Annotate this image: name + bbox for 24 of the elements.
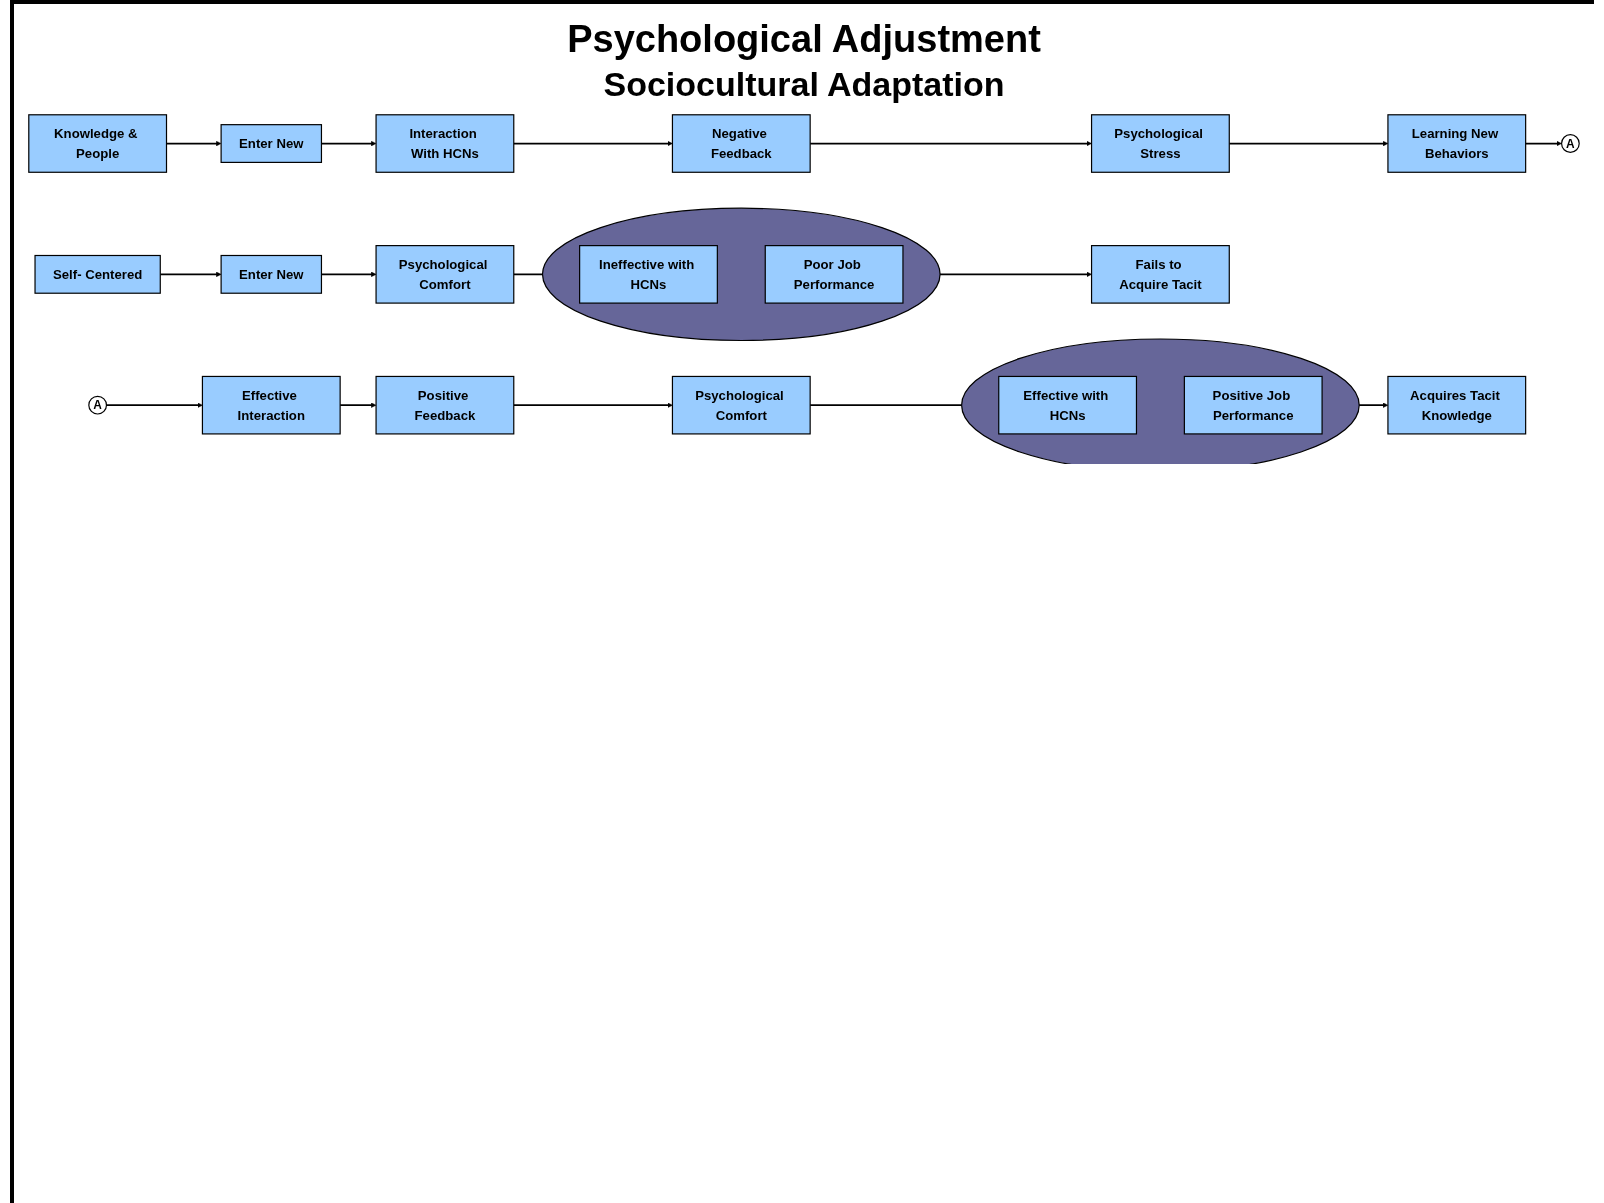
node-box: Poor Job Performance xyxy=(764,245,904,304)
node-box: Learning New Behaviors xyxy=(1387,114,1527,173)
node-box: Positive Feedback xyxy=(375,375,515,435)
node-box: Psychological Comfort xyxy=(671,375,811,435)
node-box: Self- Centered xyxy=(34,254,161,294)
node-box: Psychological Stress xyxy=(1090,114,1230,173)
cluster xyxy=(961,338,1360,465)
node-box: Psychological Comfort xyxy=(375,245,515,304)
node-box: Fails to Acquire Tacit xyxy=(1090,245,1230,304)
node-box: Positive Job Performance xyxy=(1183,375,1323,435)
node-box: Effective with HCNs xyxy=(998,375,1138,435)
section-heading: Sociocultural Adaptation xyxy=(602,65,1006,104)
node-circle: A xyxy=(1560,134,1580,153)
section-heading: Psychological Adjustment xyxy=(566,18,1042,61)
node-box: Enter New xyxy=(220,124,323,163)
cluster xyxy=(541,207,941,342)
node-box: Acquires Tacit Knowledge xyxy=(1387,375,1527,435)
node-box: Effective Interaction xyxy=(201,375,341,435)
node-box: Interaction With HCNs xyxy=(375,114,515,173)
node-box: Negative Feedback xyxy=(671,114,811,173)
node-box: Enter New xyxy=(220,254,323,294)
node-circle: A xyxy=(88,395,108,415)
node-box: Knowledge & People xyxy=(28,114,168,173)
node-box: Ineffective with HCNs xyxy=(579,245,718,304)
